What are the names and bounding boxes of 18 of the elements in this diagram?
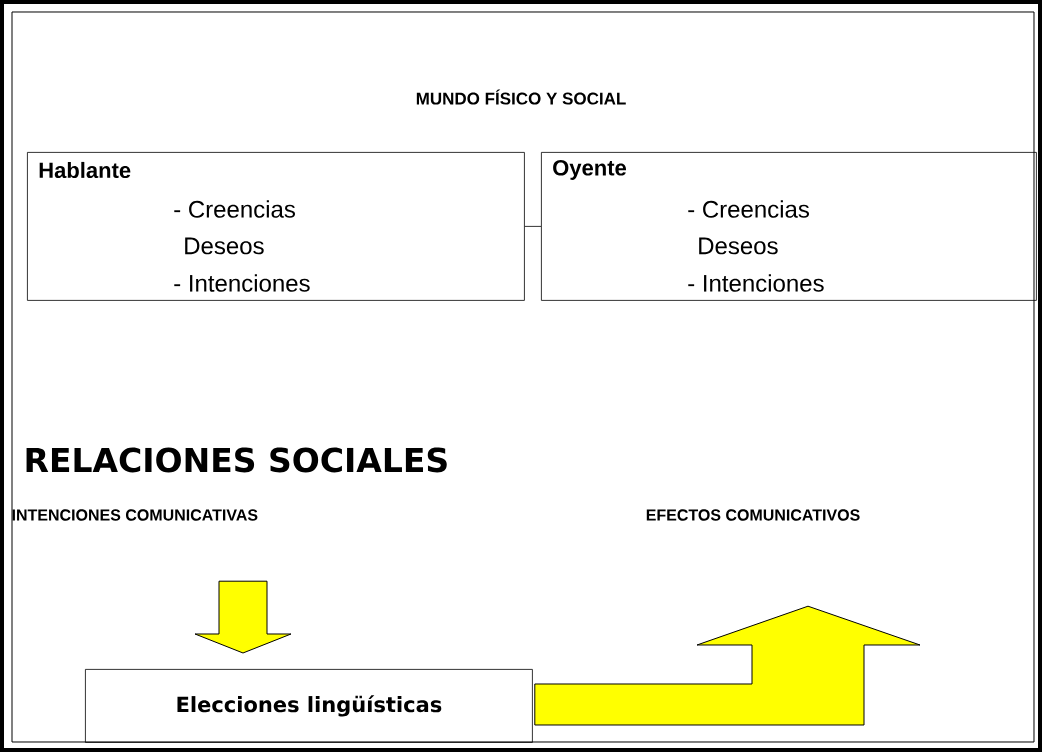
block-arrow (194, 580, 292, 654)
text-box (541, 152, 1037, 301)
caption-text: INTENCIONES COMUNICATIVAS (12, 509, 258, 521)
list-item: Deseos (699, 237, 778, 255)
list-item: Deseos (185, 237, 264, 255)
box-heading: Oyente (553, 160, 627, 180)
list-item: - Creencias (688, 200, 809, 218)
text-box (27, 152, 525, 301)
title: MUNDO FÍSICO Y SOCIAL (416, 89, 626, 105)
result-box: Elecciones lingüísticas (85, 669, 533, 743)
list-item: - Intenciones (688, 274, 824, 292)
list-item: - Creencias (174, 200, 295, 218)
heading: RELACIONES SOCIALES (26, 447, 447, 473)
caption-text: EFECTOS COMUNICATIVOS (646, 509, 860, 521)
list-item: - Intenciones (174, 274, 310, 292)
block-arrow (534, 605, 921, 726)
connector-line (524, 226, 542, 227)
box-heading: Hablante (39, 161, 131, 179)
